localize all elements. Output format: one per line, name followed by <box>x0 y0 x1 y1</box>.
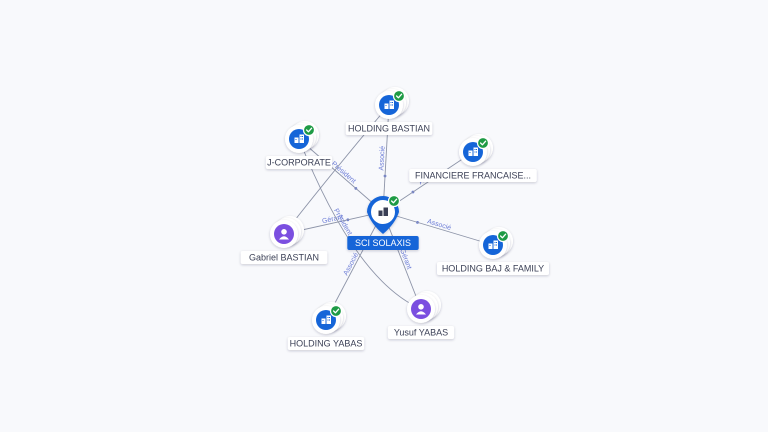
node-label-pill: HOLDING YABAS <box>287 337 365 350</box>
center-label-pill: SCI SOLAXIS <box>347 236 419 250</box>
check-badge-icon <box>476 136 490 150</box>
node-yy[interactable]: Yusuf YABAS <box>387 291 455 339</box>
building-icon <box>289 129 309 149</box>
edge-line <box>298 138 422 310</box>
node-label-pill: FINANCIERE FRANCAISE... <box>409 169 537 182</box>
node-ff[interactable]: FINANCIERE FRANCAISE... <box>409 134 537 182</box>
node-label: HOLDING BAJ & FAMILY <box>442 264 544 274</box>
person-icon <box>411 299 431 319</box>
node-label-pill: Gabriel BASTIAN <box>240 251 328 264</box>
node-label: HOLDING BASTIAN <box>348 124 430 134</box>
node-hb[interactable]: HOLDING BASTIAN <box>345 87 433 135</box>
node-hy[interactable]: HOLDING YABAS <box>287 302 365 350</box>
edge-label: Associé <box>378 146 386 171</box>
edge-label: Gérant <box>322 214 344 225</box>
node-label: FINANCIERE FRANCAISE... <box>415 171 531 181</box>
check-badge-icon <box>392 89 406 103</box>
node-label-pill: J-CORPORATE <box>265 156 333 169</box>
building-icon <box>316 310 336 330</box>
node-label: Gabriel BASTIAN <box>249 253 319 263</box>
person-icon <box>274 224 294 244</box>
center-label: SCI SOLAXIS <box>355 238 411 248</box>
node-label-pill: HOLDING BAJ & FAMILY <box>437 262 549 275</box>
edge-hb-sci: Associé <box>378 104 390 213</box>
edge-line <box>298 138 384 213</box>
node-gb[interactable]: Gabriel BASTIAN <box>240 216 328 264</box>
node-jc[interactable]: J-CORPORATE <box>265 121 333 169</box>
nodes-layer: HOLDING BASTIAN J-CORPORATE FINANCIERE FRA… <box>240 87 549 350</box>
node-label-pill: Yusuf YABAS <box>387 326 455 339</box>
check-badge-icon <box>387 194 401 208</box>
edge-line <box>382 211 494 246</box>
edge-label: Gérant <box>398 248 412 271</box>
center-node[interactable]: SCI SOLAXIS <box>347 194 419 251</box>
check-badge-icon <box>496 229 510 243</box>
edge-label: Président <box>330 161 357 186</box>
edge-jc-sci: Président <box>298 138 384 213</box>
check-badge-icon <box>302 123 316 137</box>
building-icon <box>483 235 503 255</box>
building-icon <box>463 142 483 162</box>
node-label-pill: HOLDING BASTIAN <box>345 122 433 135</box>
edge-label: Associé <box>426 218 452 232</box>
node-hbf[interactable]: HOLDING BAJ & FAMILY <box>437 227 549 275</box>
node-label: Yusuf YABAS <box>394 328 448 338</box>
edge-label: Associé <box>343 252 361 277</box>
building-icon <box>378 207 388 216</box>
node-label: HOLDING YABAS <box>290 339 363 349</box>
check-badge-icon <box>329 304 343 318</box>
edge-line <box>382 211 422 310</box>
edge-line <box>325 211 384 321</box>
building-icon <box>379 95 399 115</box>
node-label: J-CORPORATE <box>267 158 331 168</box>
